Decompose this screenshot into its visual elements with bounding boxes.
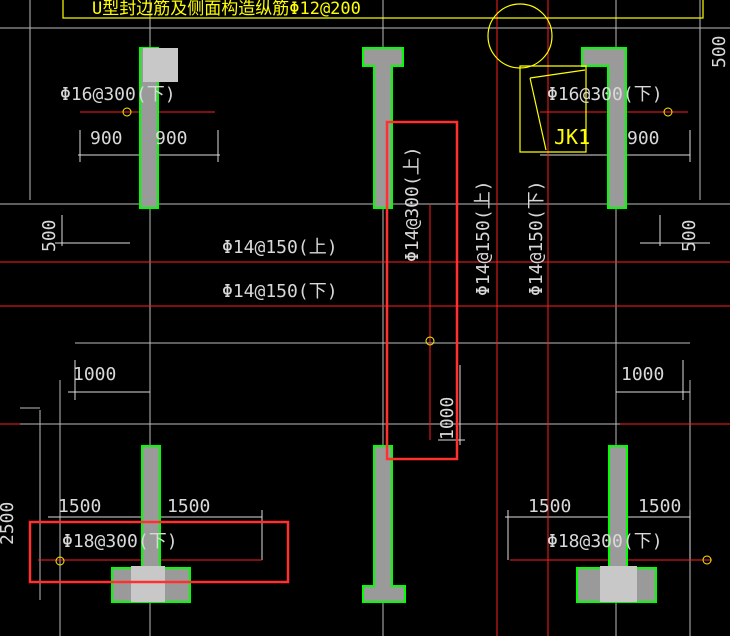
dim-2500: 2500 (0, 502, 18, 545)
rebar-label-vert-center: Φ14@300(上) (402, 146, 423, 262)
dim-1000-left: 1000 (73, 364, 116, 385)
detail-circle (487, 3, 553, 69)
dim-1500-d: 1500 (638, 496, 681, 517)
dim-900-c: 900 (627, 128, 660, 149)
wall-bottom-right (576, 445, 657, 603)
title-note-box (62, 0, 704, 19)
title-note: U型封边筋及侧面构造纵筋Φ12@200 (92, 0, 361, 19)
highlight-boxes (28, 120, 459, 584)
highlight-center-rebar (385, 120, 459, 461)
dim-1500-b: 1500 (167, 496, 210, 517)
end-blocks (131, 48, 637, 602)
rebar-label-horiz-top: Φ14@150(上) (222, 237, 338, 258)
yellow-annotations (62, 0, 704, 153)
highlight-bottom-left-rebar (28, 520, 290, 584)
rebar-label-bottom-right: Φ18@300(下) (547, 531, 663, 552)
dim-500-right: 500 (679, 219, 700, 252)
rebar-label-top-left: Φ16@300(下) (60, 84, 176, 105)
wall-bottom-center (362, 445, 406, 603)
jk1-label: JK1 (554, 125, 590, 149)
rebar-markers (55, 107, 712, 566)
dim-500-left: 500 (39, 219, 60, 252)
dim-1500-a: 1500 (58, 496, 101, 517)
rebar-label-horiz-bottom: Φ14@150(下) (222, 281, 338, 302)
rebar-label-bottom-left: Φ18@300(下) (62, 531, 178, 552)
dim-900-a: 900 (90, 128, 123, 149)
dim-1500-c: 1500 (528, 496, 571, 517)
dim-1000-center: 1000 (437, 397, 458, 440)
rebar-label-vert-top: Φ14@150(上) (473, 180, 494, 296)
wall-columns (111, 47, 657, 603)
dim-1000-right: 1000 (621, 364, 664, 385)
jk1-box (519, 65, 587, 153)
rebar-label-vert-bottom: Φ14@150(下) (526, 180, 547, 296)
wall-top-center (362, 47, 404, 209)
rebar-label-top-right: Φ16@300(下) (547, 84, 663, 105)
jk1-hatch (529, 69, 586, 151)
dim-500-topright: 500 (709, 35, 730, 68)
dim-900-b: 900 (155, 128, 188, 149)
